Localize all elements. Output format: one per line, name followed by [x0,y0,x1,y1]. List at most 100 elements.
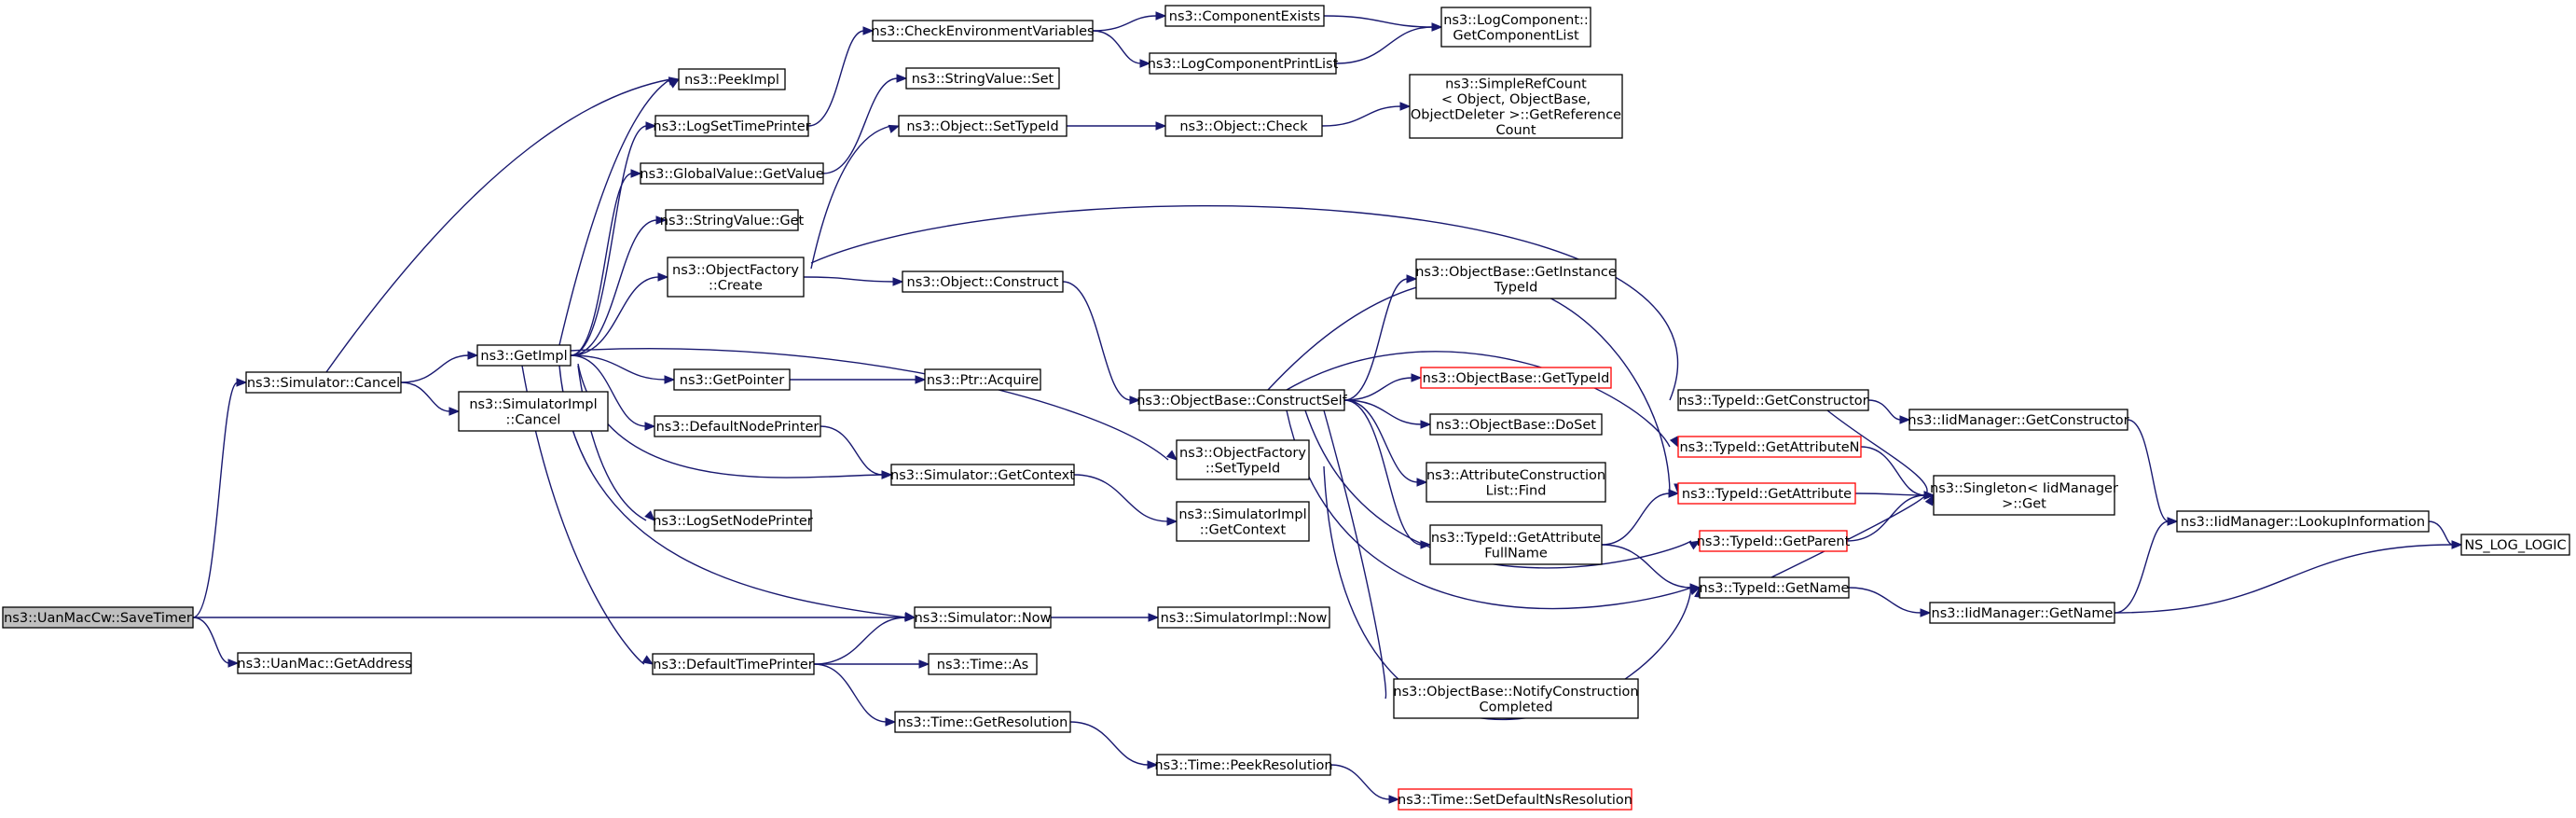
function-node-tidgetconstructor[interactable]: ns3::TypeId::GetConstructor [1677,389,1869,411]
function-node-ptracquire[interactable]: ns3::Ptr::Acquire [924,368,1041,391]
function-node-strvalget[interactable]: ns3::StringValue::Get [660,209,805,231]
edge-arrowhead [892,277,904,286]
edge-arrowhead [915,375,927,384]
function-node-simcancel[interactable]: ns3::Simulator::Cancel [245,371,402,394]
edge-tidgetname-to-singletonget [1770,494,1926,578]
node-label: ns3::TypeId::GetName [1700,581,1850,596]
node-label: ns3::ObjectBase::GetTypeId [1423,371,1610,386]
function-node-logcompgetlist[interactable]: ns3::LogComponent::GetComponentList [1440,7,1591,48]
function-node-timepeekres[interactable]: ns3::Time::PeekResolution [1154,754,1333,776]
node-box [1699,576,1850,599]
function-node-logsettimeprinter[interactable]: ns3::LogSetTimePrinter [653,115,811,137]
function-node-objconstruct[interactable]: ns3::Object::Construct [902,270,1064,293]
function-node-getaddress[interactable]: ns3::UanMac::GetAddress [237,652,412,674]
node-box [640,162,824,185]
edge-logsettimeprinter-to-checkenv [807,30,865,127]
function-node-simnow[interactable]: ns3::Simulator::Now [914,606,1052,629]
function-node-tidgetattributen[interactable]: ns3::TypeId::GetAttributeN [1677,436,1862,458]
edge-objfactcreate-to-objsettypeid [810,125,891,270]
edge-arrowhead [630,169,642,178]
function-node-objfactcreate[interactable]: ns3::ObjectFactory::Create [667,256,805,298]
edge-gvgetvalue-to-strvalset [822,77,899,174]
function-node-simimplcancel[interactable]: ns3::SimulatorImpl::Cancel [458,391,609,432]
function-node-tidgetattribute[interactable]: ns3::TypeId::GetAttribute [1677,482,1856,505]
node-label: ns3::StringValue::Set [912,72,1054,87]
function-node-defnodeprinter[interactable]: ns3::DefaultNodePrinter [654,415,821,437]
edge-arrowhead [1899,415,1911,424]
function-node-strvalset[interactable]: ns3::StringValue::Set [905,67,1060,90]
function-node-singletonget[interactable]: ns3::Singleton< IidManager >::Get [1930,475,2118,516]
function-node-checkenv[interactable]: ns3::CheckEnvironmentVariables [871,20,1095,42]
edge-tidgetattrfullname-to-tidgetname [1601,544,1692,589]
node-box [1699,530,1848,552]
edge-arrowhead [467,351,479,360]
edge-deftimeprinter-to-simnow [813,617,907,665]
node-label: ns3::LogSetNodePrinter [653,514,813,529]
edge-getimpl-to-peekimpl [558,78,671,346]
function-node-timeas[interactable]: ns3::Time::As [928,653,1038,675]
edge-logcompprintlist-to-logcompgetlist [1335,26,1434,64]
function-node-iidgetconstructor[interactable]: ns3::IidManager::GetConstructor [1908,409,2129,431]
function-node-deftimeprinter[interactable]: ns3::DefaultTimePrinter [652,653,815,675]
node-label: NS_LOG_LOGIC [2464,538,2566,553]
edge-objfactcreate-to-tidgetconstructor [810,204,1679,401]
function-node-logsetnodeprinter[interactable]: ns3::LogSetNodePrinter [653,509,813,532]
function-node-getimpl[interactable]: ns3::GetImpl [476,344,572,367]
node-label: ::GetContext [1200,522,1287,537]
function-node-logcompprintlist[interactable]: ns3::LogComponentPrintList [1148,52,1339,75]
edge-getimpl-to-getpointer [570,354,667,381]
function-node-obdoset[interactable]: ns3::ObjectBase::DoSet [1429,413,1603,436]
edge-getimpl-to-objfactcreate [570,276,660,356]
function-node-iidgetname[interactable]: ns3::IidManager::GetName [1929,602,2115,624]
function-node-savetimer[interactable]: ns3::UanMacCw::SaveTimer [2,606,194,629]
edge-arrowhead [1416,478,1428,487]
edge-tidgetattribute-to-singletonget [1854,492,1926,496]
node-label: ns3::UanMacCw::SaveTimer [4,611,192,626]
function-node-tidgetname[interactable]: ns3::TypeId::GetName [1699,576,1850,599]
node-label: ns3::Singleton< IidManager [1930,481,2118,496]
node-label: Count [1495,123,1536,138]
function-node-simimplnow[interactable]: ns3::SimulatorImpl::Now [1157,606,1330,629]
function-node-obnotifyconstr[interactable]: ns3::ObjectBase::NotifyConstructionCompl… [1393,678,1639,719]
function-node-simgetcontext[interactable]: ns3::Simulator::GetContext [890,464,1075,486]
function-node-tidgetparent[interactable]: ns3::TypeId::GetParent [1697,530,1851,552]
edge-arrowhead [1688,540,1701,550]
function-node-timesetdefaultns[interactable]: ns3::Time::SetDefaultNsResolution [1398,788,1632,811]
call-edges [192,11,2463,804]
node-box [1426,462,1606,503]
node-label: ns3::StringValue::Get [660,214,805,229]
function-node-nsloglogic[interactable]: NS_LOG_LOGIC [2460,534,2570,556]
node-label: List::Find [1486,483,1547,498]
function-node-getpointer[interactable]: ns3::GetPointer [673,368,791,391]
function-node-simplerefcount[interactable]: ns3::SimpleRefCount< Object, ObjectBase,… [1409,74,1623,139]
node-box [2460,534,2570,556]
function-node-peekimpl[interactable]: ns3::PeekImpl [678,68,786,90]
node-box [2176,510,2430,533]
edge-tidgetname-to-iidgetname [1848,587,1922,614]
function-node-objsettypeid[interactable]: ns3::Object::SetTypeId [898,115,1068,137]
node-box [245,371,402,394]
node-box [1393,678,1639,719]
function-node-gvgetvalue[interactable]: ns3::GlobalValue::GetValue [640,162,824,185]
function-node-simimplgetcontext[interactable]: ns3::SimulatorImpl::GetContext [1176,501,1310,542]
node-label: ns3::ComponentExists [1169,9,1321,24]
node-box [924,368,1041,391]
node-label: ns3::LogComponent:: [1443,13,1589,28]
function-node-obconstructself[interactable]: ns3::ObjectBase::ConstructSelf [1136,389,1348,411]
function-node-timegetres[interactable]: ns3::Time::GetResolution [894,711,1071,733]
function-node-compexists[interactable]: ns3::ComponentExists [1164,5,1325,27]
function-node-objcheck[interactable]: ns3::Object::Check [1164,115,1323,137]
edge-obconstructself-to-attrconstrfind [1343,399,1419,483]
edge-objconstruct-to-obconstructself [1062,281,1132,401]
node-label: ns3::ObjectFactory [1179,446,1306,461]
function-node-obgettypeid[interactable]: ns3::ObjectBase::GetTypeId [1420,367,1612,389]
function-node-iidlookup[interactable]: ns3::IidManager::LookupInformation [2176,510,2430,533]
node-label: ns3::PeekImpl [684,73,779,88]
edge-arrowhead [1923,491,1935,500]
edge-arrowhead [1155,121,1167,131]
function-node-objfactsettypeid[interactable]: ns3::ObjectFactory::SetTypeId [1176,439,1310,480]
node-label: ns3::TypeId::GetAttribute [1431,531,1601,546]
